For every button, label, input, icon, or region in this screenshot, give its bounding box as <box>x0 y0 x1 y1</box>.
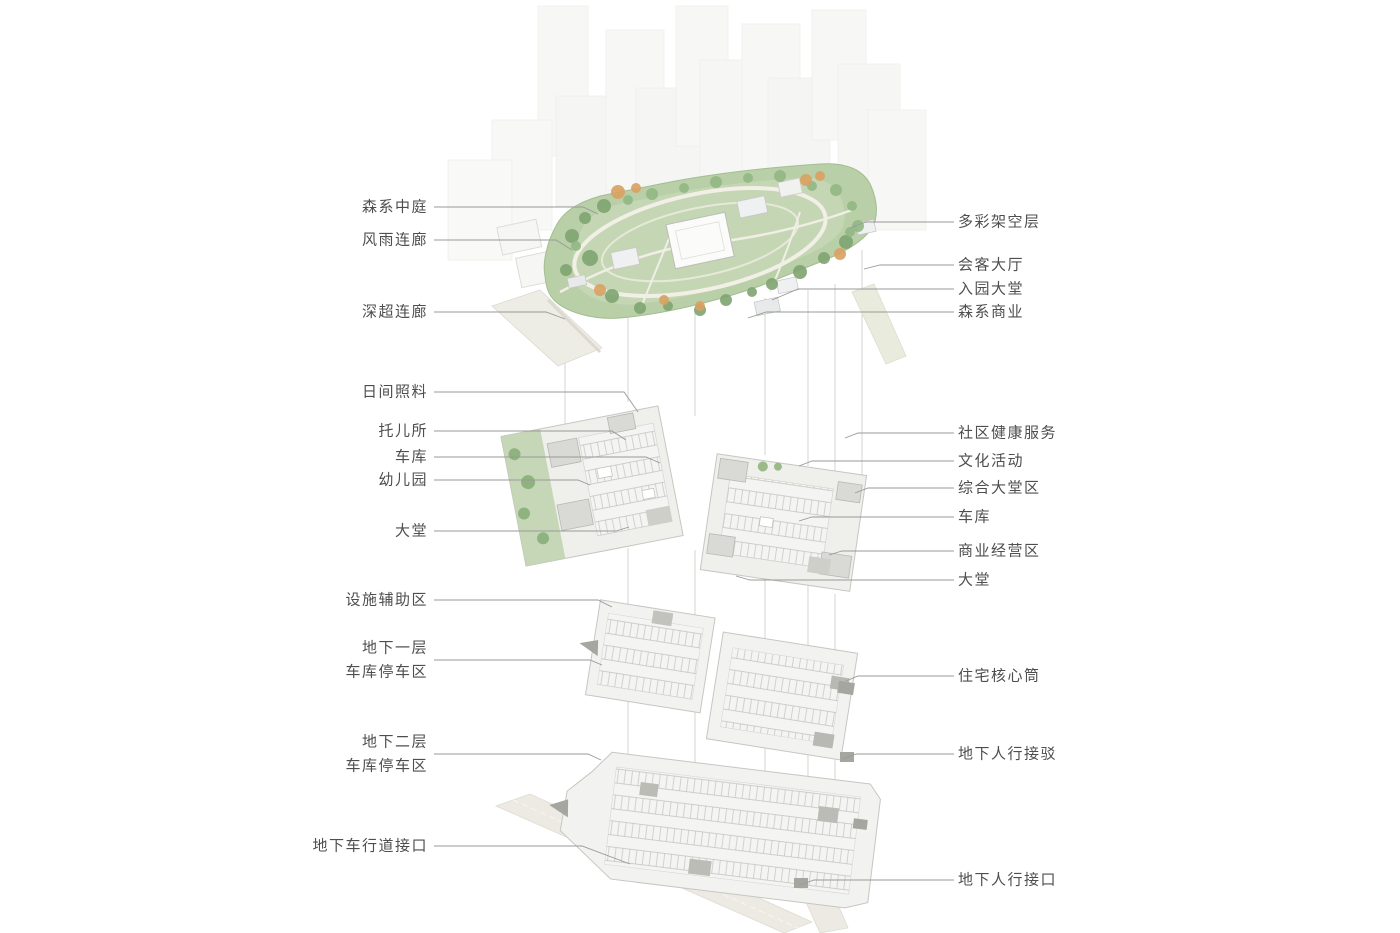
park-trees <box>560 170 864 316</box>
label-lobby-east: 大堂 <box>958 570 992 589</box>
label-residential-core: 住宅核心筒 <box>958 666 1041 685</box>
ground-level-plan <box>491 163 907 367</box>
label-lobby-west: 大堂 <box>394 521 428 540</box>
label-covered-walkway: 风雨连廊 <box>361 230 428 249</box>
label-stilt-level: 多彩架空层 <box>958 212 1041 231</box>
label-daycare: 日间照料 <box>361 382 428 401</box>
pedestrian-access-marker <box>794 878 808 888</box>
label-kindergarten: 幼儿园 <box>378 470 428 489</box>
label-cultural-activities: 文化活动 <box>958 451 1025 470</box>
label-basement2-line1: 地下二层 <box>361 732 428 751</box>
basement1-plan-west <box>579 599 716 714</box>
label-reception-hall: 会客大厅 <box>958 255 1025 274</box>
leader-lines-left <box>434 206 661 865</box>
label-composite-lobby: 综合大堂区 <box>958 478 1041 497</box>
label-garage-west: 车库 <box>394 447 428 466</box>
label-pedestrian-access: 地下人行接口 <box>958 870 1058 889</box>
label-facility-support: 设施辅助区 <box>345 590 428 609</box>
basement1-plan-east <box>705 631 859 761</box>
basement2-plan <box>549 751 881 909</box>
label-community-health: 社区健康服务 <box>958 423 1058 442</box>
podium-plan-east <box>699 453 868 592</box>
label-commercial-zone: 商业经营区 <box>958 541 1041 560</box>
podium-plan-west <box>500 405 684 567</box>
label-nursery: 托儿所 <box>378 421 428 440</box>
label-entry-lobby: 入园大堂 <box>958 279 1025 298</box>
label-forest-retail: 森系商业 <box>958 302 1025 321</box>
label-garage-east: 车库 <box>958 507 992 526</box>
label-basement1-line2: 车库停车区 <box>345 662 428 681</box>
label-forest-courtyard: 森系中庭 <box>361 197 428 216</box>
road-east <box>851 283 907 365</box>
park-pavilions <box>566 177 877 317</box>
label-vehicle-access: 地下车行道接口 <box>312 836 428 855</box>
label-basement1-line1: 地下一层 <box>361 638 428 657</box>
road-west <box>491 289 603 367</box>
label-pedestrian-link: 地下人行接驳 <box>958 744 1058 763</box>
service-road-centerline <box>512 799 799 929</box>
label-deep-corridor: 深超连廊 <box>361 302 428 321</box>
label-basement2-line2: 车库停车区 <box>345 756 428 775</box>
leader-lines-right <box>735 221 954 886</box>
